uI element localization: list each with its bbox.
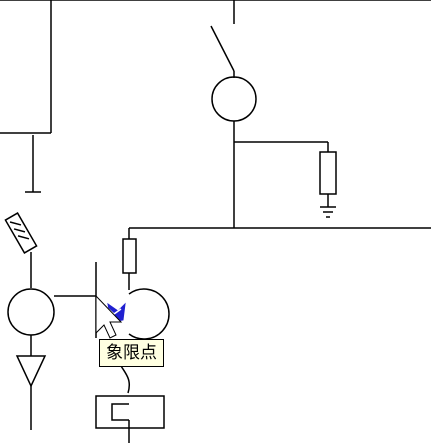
- left-transformer-circle: [7, 288, 55, 336]
- lower-device-bracket: [111, 403, 129, 421]
- quadrant-circle-arc: [128, 288, 170, 340]
- lower-connector-curve: [120, 365, 131, 394]
- disconnect-switch-blade: [210, 25, 235, 72]
- left-tilted-fuse: [4, 212, 38, 254]
- arrow-cursor-icon: [95, 294, 123, 339]
- center-transformer-circle: [211, 76, 257, 122]
- lower-device-box: [95, 395, 165, 429]
- left-load-triangle: [15, 355, 47, 388]
- snap-tooltip: 象限点: [99, 339, 164, 367]
- surge-arrester-body: [319, 151, 337, 195]
- fuse-body: [122, 238, 137, 274]
